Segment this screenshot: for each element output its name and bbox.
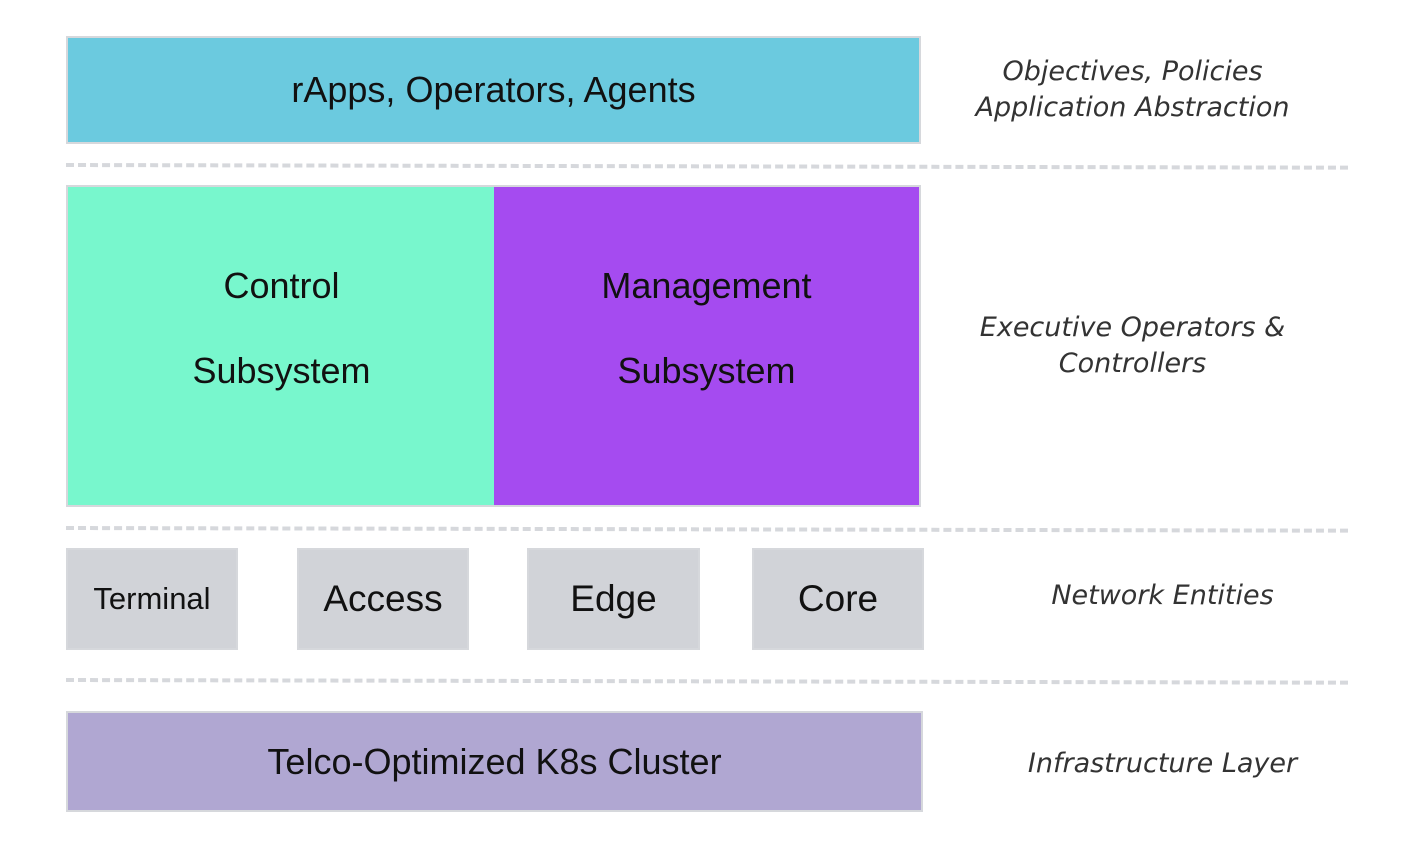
core-entity-box: Core	[752, 548, 924, 650]
edge-entity-label: Edge	[570, 578, 657, 619]
apps-layer-description-line1: Objectives, Policies	[1002, 56, 1263, 87]
control-subsystem-box: Control Subsystem	[66, 185, 495, 507]
management-subsystem-label-line1: Management	[601, 265, 812, 306]
apps-operators-agents-label: rApps, Operators, Agents	[291, 69, 696, 110]
control-subsystem-label-line2: Subsystem	[192, 350, 371, 391]
executive-layer-description-line2: Controllers	[1058, 348, 1207, 379]
infrastructure-layer-description: Infrastructure Layer	[1000, 746, 1325, 782]
infrastructure-layer-description-line1: Infrastructure Layer	[1027, 748, 1298, 779]
executive-layer-description: Executive Operators & Controllers	[960, 310, 1305, 382]
layer-separator	[65, 163, 1349, 170]
apps-layer-description: Objectives, Policies Application Abstrac…	[960, 54, 1305, 126]
executive-layer-description-line1: Executive Operators &	[979, 312, 1286, 343]
apps-layer-description-line2: Application Abstraction	[975, 92, 1290, 123]
control-subsystem-label-line1: Control	[223, 265, 340, 306]
management-subsystem-label-line2: Subsystem	[617, 350, 796, 391]
terminal-entity-box: Terminal	[66, 548, 238, 650]
network-layer-description: Network Entities	[1000, 578, 1325, 614]
k8s-cluster-label: Telco-Optimized K8s Cluster	[267, 740, 722, 782]
layer-separator	[65, 526, 1349, 533]
terminal-entity-label: Terminal	[93, 581, 211, 616]
management-subsystem-box: Management Subsystem	[494, 185, 921, 507]
layer-separator	[65, 678, 1349, 685]
network-layer-description-line1: Network Entities	[1051, 580, 1274, 611]
apps-operators-agents-box: rApps, Operators, Agents	[66, 36, 921, 144]
access-entity-label: Access	[323, 578, 443, 619]
core-entity-label: Core	[797, 578, 879, 619]
edge-entity-box: Edge	[527, 548, 700, 650]
access-entity-box: Access	[297, 548, 469, 650]
k8s-cluster-box: Telco-Optimized K8s Cluster	[66, 711, 923, 812]
